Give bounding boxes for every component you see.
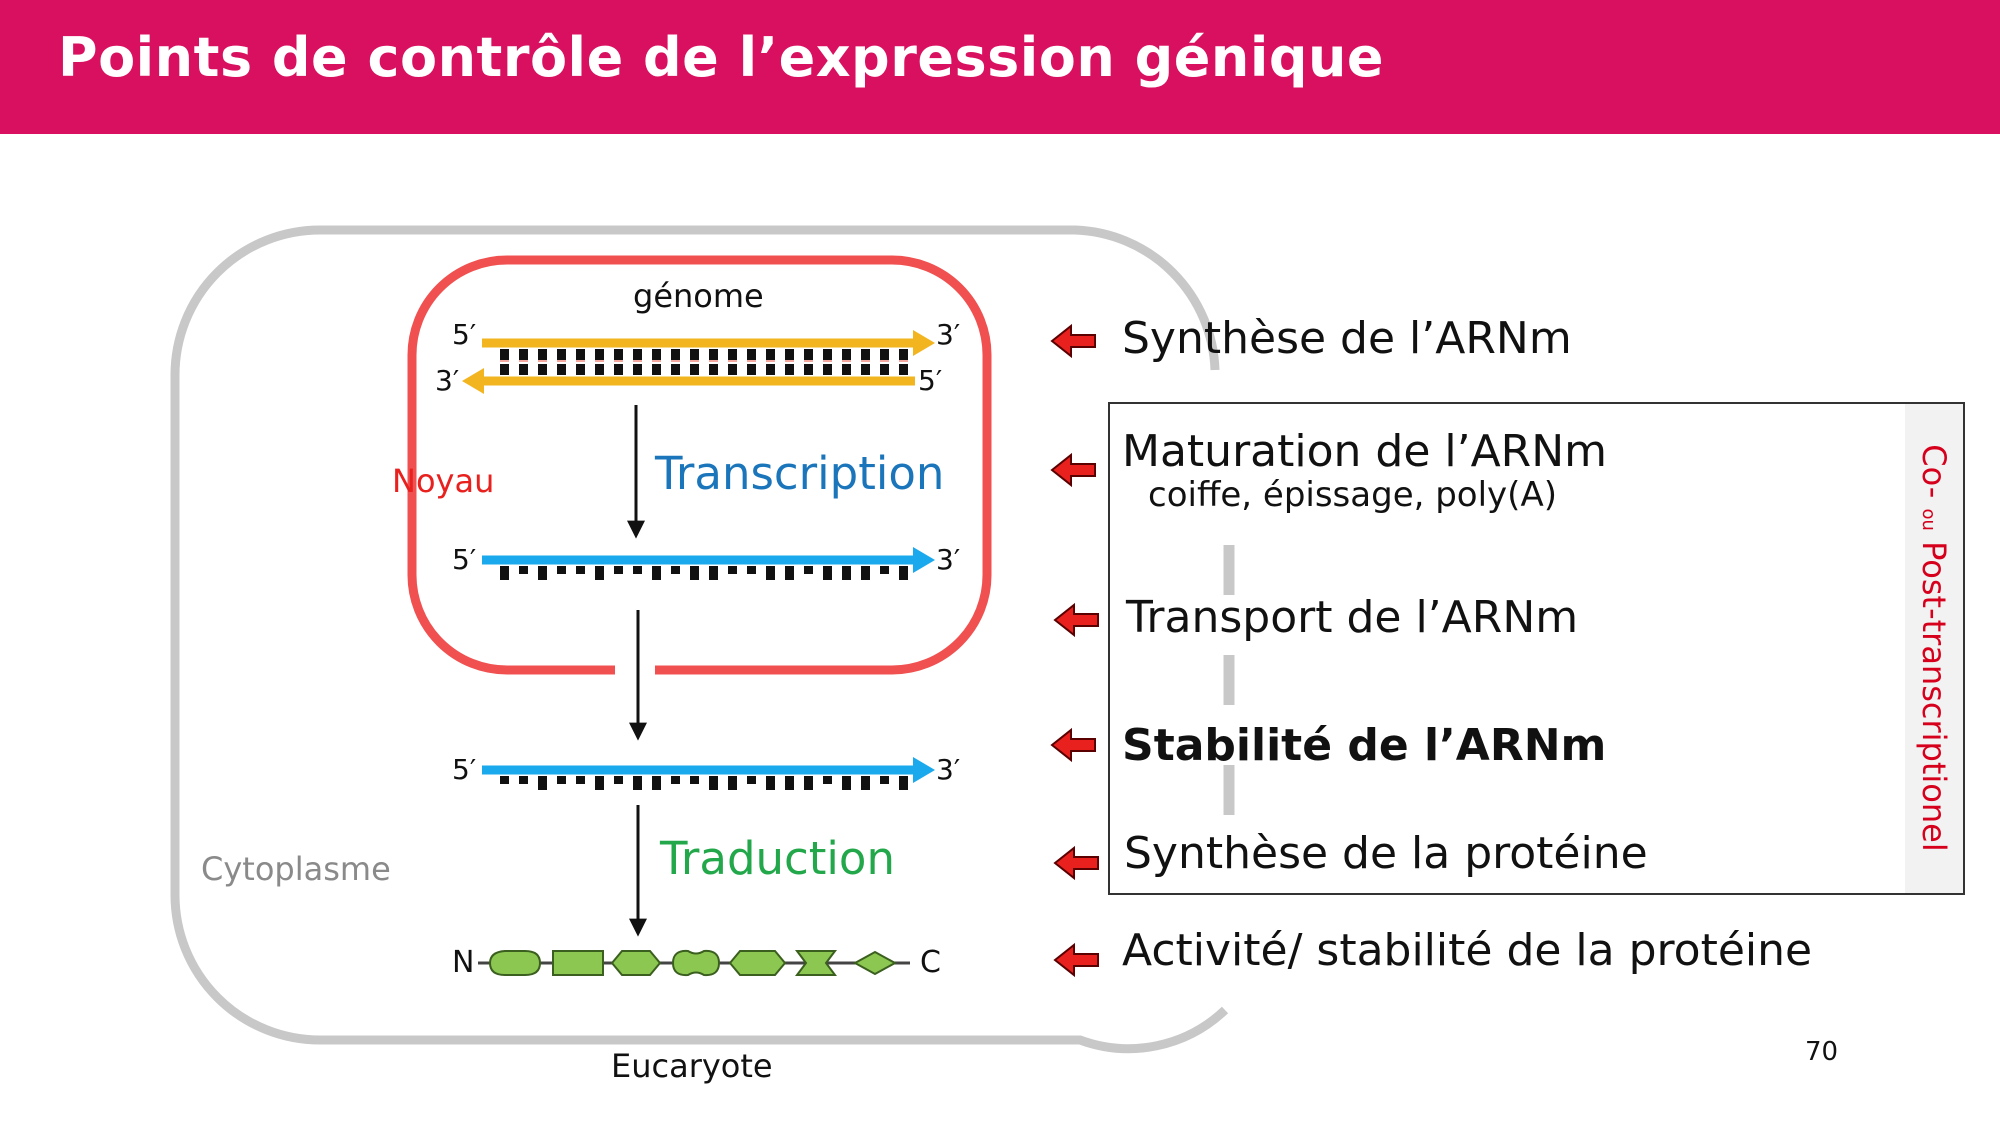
nucleus-label: Noyau (392, 462, 495, 500)
title-bar (0, 0, 2000, 134)
cytoplasm-label: Cytoplasme (201, 850, 391, 888)
side-label: Co- ou Post-transcriptionel (1915, 444, 1953, 852)
nucleus-membrane (407, 255, 992, 675)
n-terminus-label: N (452, 945, 475, 980)
genome-label: génome (633, 277, 764, 315)
eukaryote-label: Eucaryote (611, 1047, 773, 1085)
dna-bottom-3prime: 3′ (435, 364, 460, 397)
translation-label: Traduction (660, 832, 895, 885)
step-mrna-transport: Transport de l’ARNm (1126, 592, 1579, 643)
dna-top-5prime: 5′ (452, 318, 477, 351)
step-mrna-stability: Stabilité de l’ARNm (1122, 720, 1607, 771)
dna-top-3prime: 3′ (936, 318, 961, 351)
cell-membrane (170, 225, 1229, 1054)
step-mrna-synthesis: Synthèse de l’ARNm (1122, 313, 1572, 364)
transcription-label: Transcription (655, 447, 945, 500)
dna-double-helix (462, 330, 935, 394)
mrna-nucleus (482, 547, 935, 580)
mrna2-3prime: 3′ (936, 753, 961, 786)
slide-title: Points de contrôle de l’expression géniq… (58, 26, 1385, 89)
step-protein-synthesis: Synthèse de la protéine (1124, 828, 1648, 879)
step-mrna-maturation-detail: coiffe, épissage, poly(A) (1148, 475, 1557, 515)
side-label-background (1905, 404, 1963, 893)
mrna-cytoplasm (482, 757, 935, 790)
c-terminus-label: C (920, 945, 941, 980)
mrna1-5prime: 5′ (452, 543, 477, 576)
step-protein-activity: Activité/ stabilité de la protéine (1122, 925, 1813, 976)
step-mrna-maturation: Maturation de l’ARNm (1122, 426, 1608, 477)
mrna1-3prime: 3′ (936, 543, 961, 576)
control-arrows (1050, 323, 1099, 978)
dna-bottom-5prime: 5′ (918, 364, 943, 397)
mrna2-5prime: 5′ (452, 753, 477, 786)
page-number: 70 (1805, 1037, 1839, 1067)
post-transcriptional-box (1108, 402, 1965, 895)
protein-chain (478, 949, 910, 977)
